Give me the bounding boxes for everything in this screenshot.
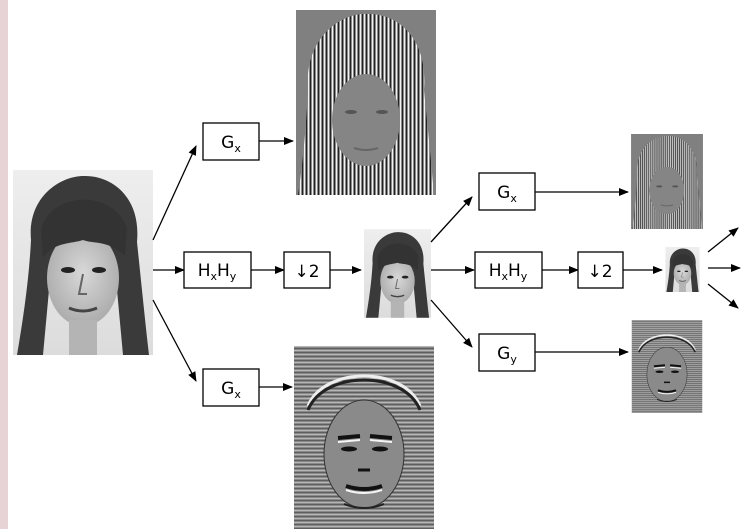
op-box-hxhy-level0: HxHy <box>183 251 252 289</box>
svg-text:Gy: Gy <box>497 344 517 366</box>
svg-text:↓2: ↓2 <box>587 262 612 282</box>
arrow-face0-to-gy <box>152 299 197 382</box>
op-box-downsample-level0: ↓2 <box>283 251 331 289</box>
arrow-face1-to-gy <box>430 299 473 348</box>
svg-text:HxHy: HxHy <box>489 261 528 283</box>
level1-gy-image <box>631 320 703 413</box>
level1-face-image <box>364 228 431 319</box>
svg-text:Gx: Gx <box>497 183 517 205</box>
level0-gx-image <box>296 10 436 195</box>
level1-gx-image <box>631 134 703 229</box>
svg-text:Gx: Gx <box>221 133 241 155</box>
op-box-gx-level0: Gx <box>202 122 260 161</box>
op-box-downsample-level1: ↓2 <box>577 251 624 289</box>
svg-text:Gx: Gx <box>221 379 241 401</box>
svg-text:↓2: ↓2 <box>294 262 319 282</box>
arrow-face1-to-gx <box>430 196 473 243</box>
left-margin-strip <box>0 0 8 529</box>
flow-arrows <box>152 137 741 391</box>
level2-face-image <box>665 247 700 292</box>
arrow-face0-to-gx <box>152 145 197 241</box>
level0-gy-image <box>294 346 434 529</box>
op-box-gy-level1: Gy <box>478 333 536 372</box>
level0-face-image <box>13 170 153 355</box>
arrow-face2-up <box>707 227 739 253</box>
op-box-gx-level1: Gx <box>478 172 536 211</box>
op-box-hxhy-level1: HxHy <box>474 251 543 289</box>
arrow-face2-down <box>707 283 739 309</box>
svg-text:HxHy: HxHy <box>198 261 237 283</box>
op-box-gy-level0: Gx <box>202 368 260 407</box>
